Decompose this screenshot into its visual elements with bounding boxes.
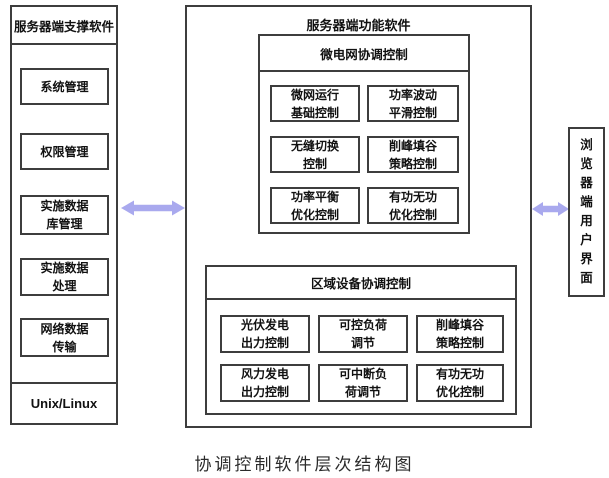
- support-panel-title: 服务器端支撑软件: [12, 7, 116, 45]
- module-box-power-fluctuation-smoothing: 功率波动 平滑控制: [367, 85, 459, 122]
- module-box-peak-shaving-strategy-2: 削峰填谷 策略控制: [416, 315, 504, 353]
- module-box-pv-output-control: 光伏发电 出力控制: [220, 315, 310, 353]
- support-software-panel: 服务器端支撑软件 系统管理 权限管理 实施数据 库管理 实施数据 处理 网络数据…: [10, 5, 118, 425]
- module-box-interruptible-load-adjust: 可中断负 荷调节: [318, 364, 408, 402]
- microgrid-group-grid: 微网运行 基础控制 功率波动 平滑控制 无缝切换 控制 削峰填谷 策略控制 功率…: [260, 72, 468, 224]
- diagram-caption: 协调控制软件层次结构图: [194, 455, 415, 474]
- support-function-link-arrow-icon: [121, 200, 185, 221]
- module-box-permission-management: 权限管理: [20, 133, 109, 170]
- microgrid-group-title: 微电网协调控制: [260, 36, 468, 72]
- function-software-panel: 服务器端功能软件 微电网协调控制 微网运行 基础控制 功率波动 平滑控制 无缝切…: [185, 5, 532, 428]
- module-box-data-processing: 实施数据 处理: [20, 258, 109, 296]
- os-label: Unix/Linux: [30, 396, 98, 411]
- module-box-wind-output-control: 风力发电 出力控制: [220, 364, 310, 402]
- module-box-peak-shaving-strategy: 削峰填谷 策略控制: [367, 136, 459, 173]
- module-box-controllable-load-adjust: 可控负荷 调节: [318, 315, 408, 353]
- browser-ui-panel: 浏览器端用户界面: [568, 127, 605, 297]
- microgrid-control-group: 微电网协调控制 微网运行 基础控制 功率波动 平滑控制 无缝切换 控制 削峰填谷…: [258, 34, 470, 234]
- browser-panel-title: 浏览器端用户界面: [580, 138, 593, 285]
- panel-divider: [10, 382, 118, 384]
- module-box-database-management: 实施数据 库管理: [20, 195, 109, 235]
- module-box-active-reactive-optimization-2: 有功无功 优化控制: [416, 364, 504, 402]
- module-box-seamless-switching: 无缝切换 控制: [270, 136, 360, 173]
- module-box-active-reactive-optimization: 有功无功 优化控制: [367, 187, 459, 224]
- regional-device-control-group: 区域设备协调控制 光伏发电 出力控制 可控负荷 调节 削峰填谷 策略控制 风力发…: [205, 265, 517, 415]
- module-box-network-transfer: 网络数据 传输: [20, 318, 109, 357]
- function-browser-link-arrow-icon: [532, 201, 569, 222]
- function-panel-title: 服务器端功能软件: [306, 18, 411, 33]
- regional-group-grid: 光伏发电 出力控制 可控负荷 调节 削峰填谷 策略控制 风力发电 出力控制 可中…: [207, 300, 515, 402]
- module-box-system-management: 系统管理: [20, 68, 109, 105]
- regional-group-title: 区域设备协调控制: [207, 267, 515, 300]
- module-box-power-balance-optimization: 功率平衡 优化控制: [270, 187, 360, 224]
- module-box-microgrid-basic-control: 微网运行 基础控制: [270, 85, 360, 122]
